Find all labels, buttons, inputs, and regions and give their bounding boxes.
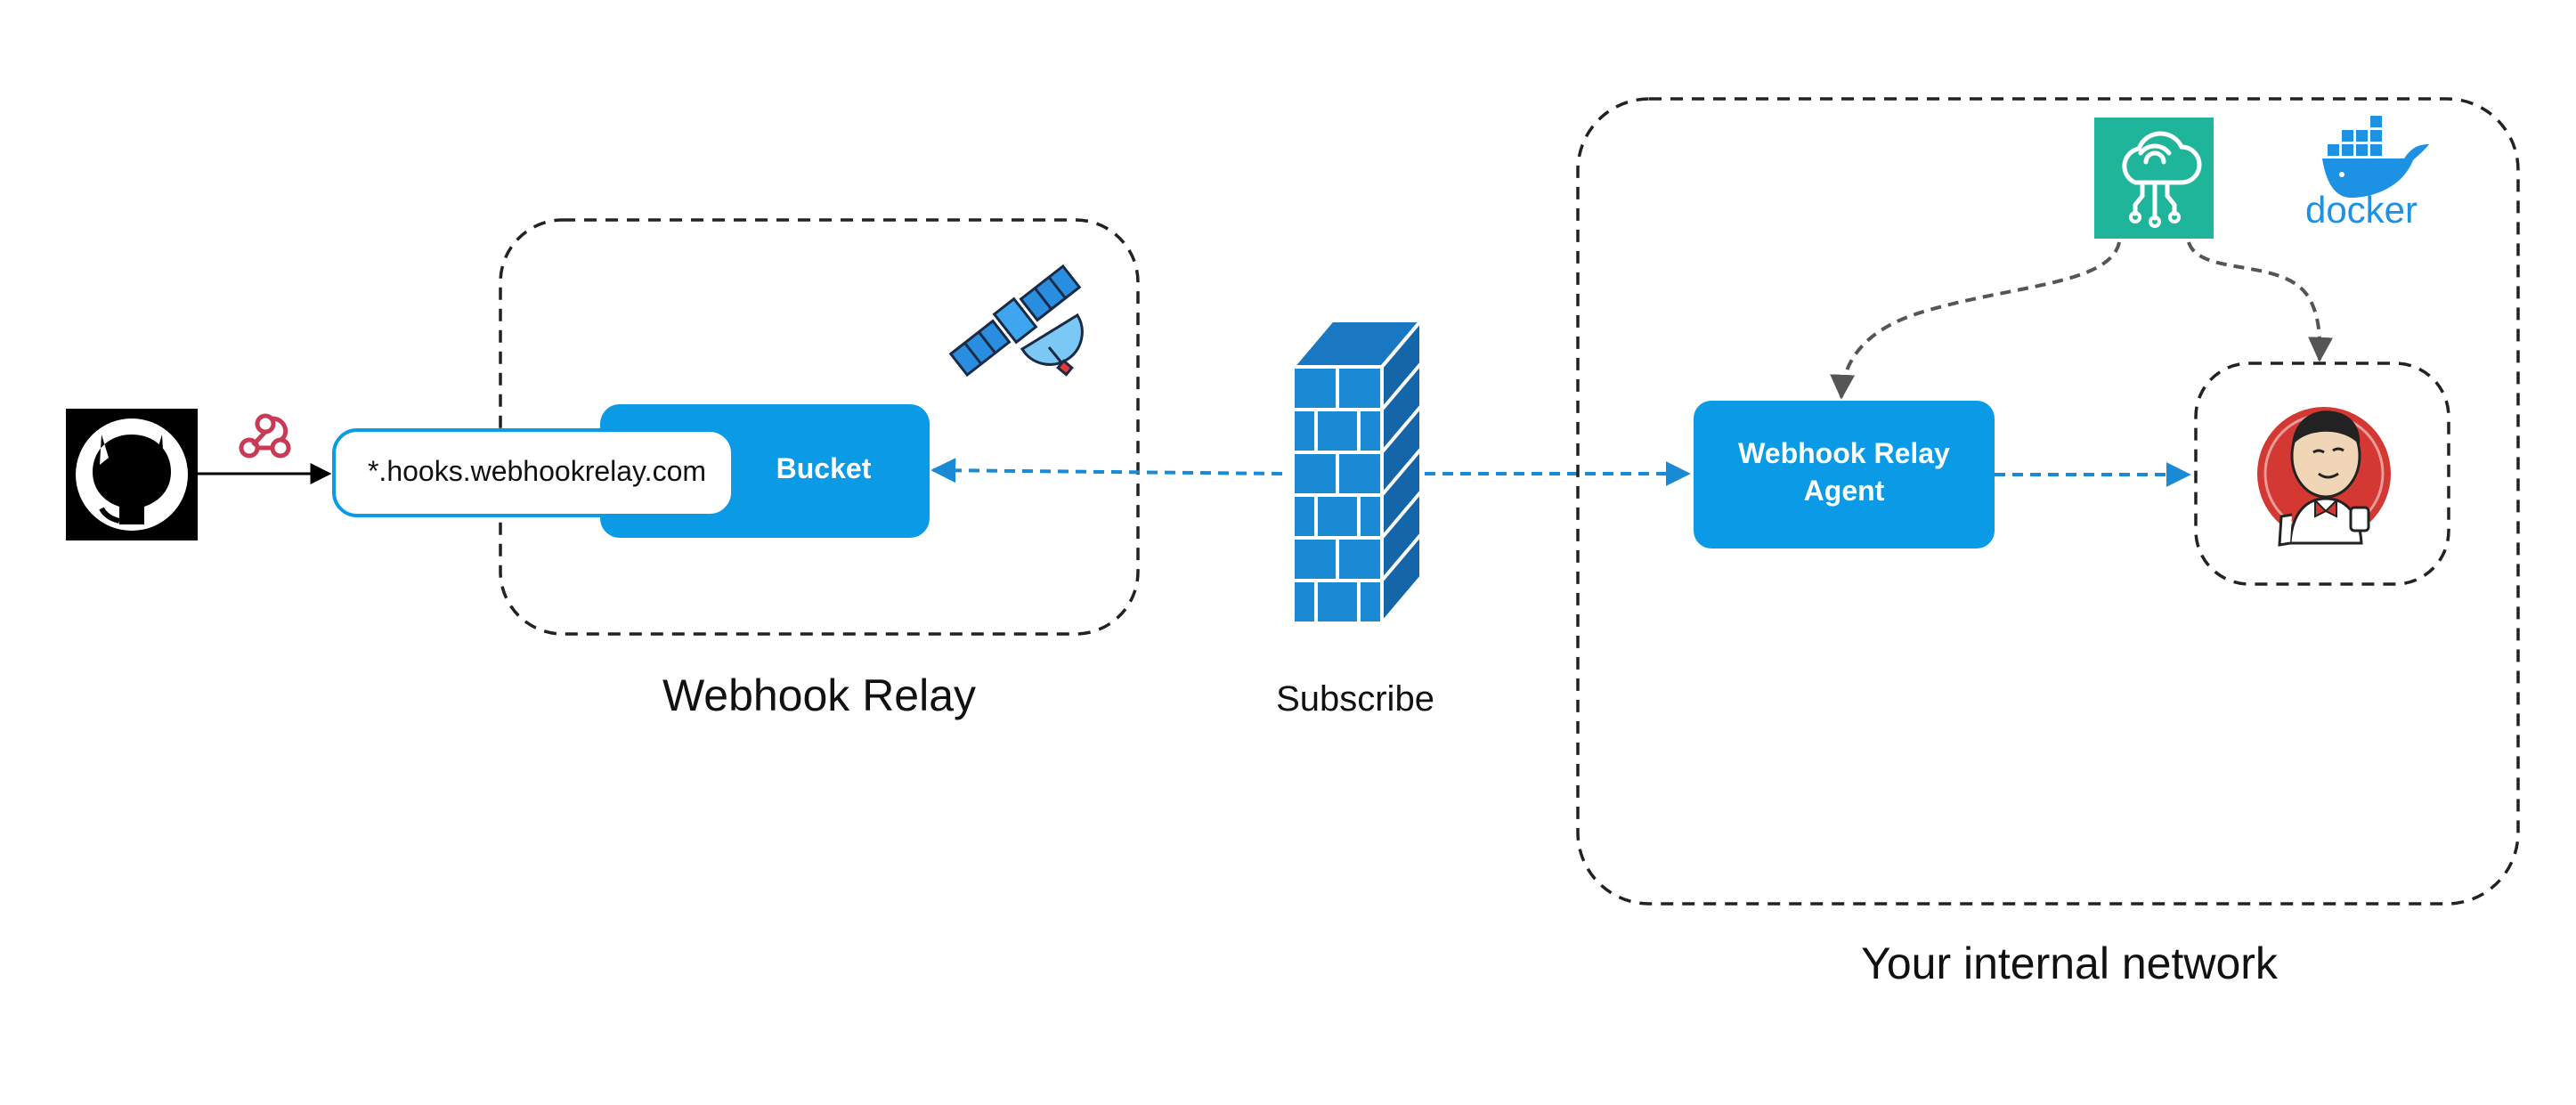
iot-cloud-icon	[2094, 118, 2214, 239]
webhook-icon	[239, 413, 291, 459]
internal-network-boundary	[1576, 97, 2520, 906]
firewall-icon	[1288, 315, 1426, 629]
endpoint-field	[332, 428, 735, 517]
subscribe-label: Subscribe	[1276, 679, 1434, 719]
jenkins-icon	[2257, 407, 2391, 547]
docker-label: docker	[2305, 189, 2418, 231]
webhook-relay-boundary	[499, 218, 1140, 636]
internal-network-label: Your internal network	[1861, 938, 2279, 988]
webhook-relay-label: Webhook Relay	[662, 670, 976, 720]
satellite-icon	[948, 264, 1084, 378]
jenkins-boundary	[2194, 362, 2450, 586]
endpoint-label: *.hooks.webhookrelay.com	[368, 455, 706, 487]
bucket-label: Bucket	[776, 452, 872, 484]
iot-to-agent-arrow	[1830, 241, 2121, 400]
agent-label-line2: Agent	[1804, 475, 1885, 507]
agent-label-line1: Webhook Relay	[1738, 437, 1950, 469]
github-icon	[66, 409, 198, 540]
webhook-relay-agent-box	[1694, 401, 1995, 548]
iot-to-jenkins-arrow	[2187, 241, 2334, 362]
docker-icon: docker	[2305, 116, 2429, 231]
subscribe-to-bucket-arrow	[930, 458, 1283, 483]
